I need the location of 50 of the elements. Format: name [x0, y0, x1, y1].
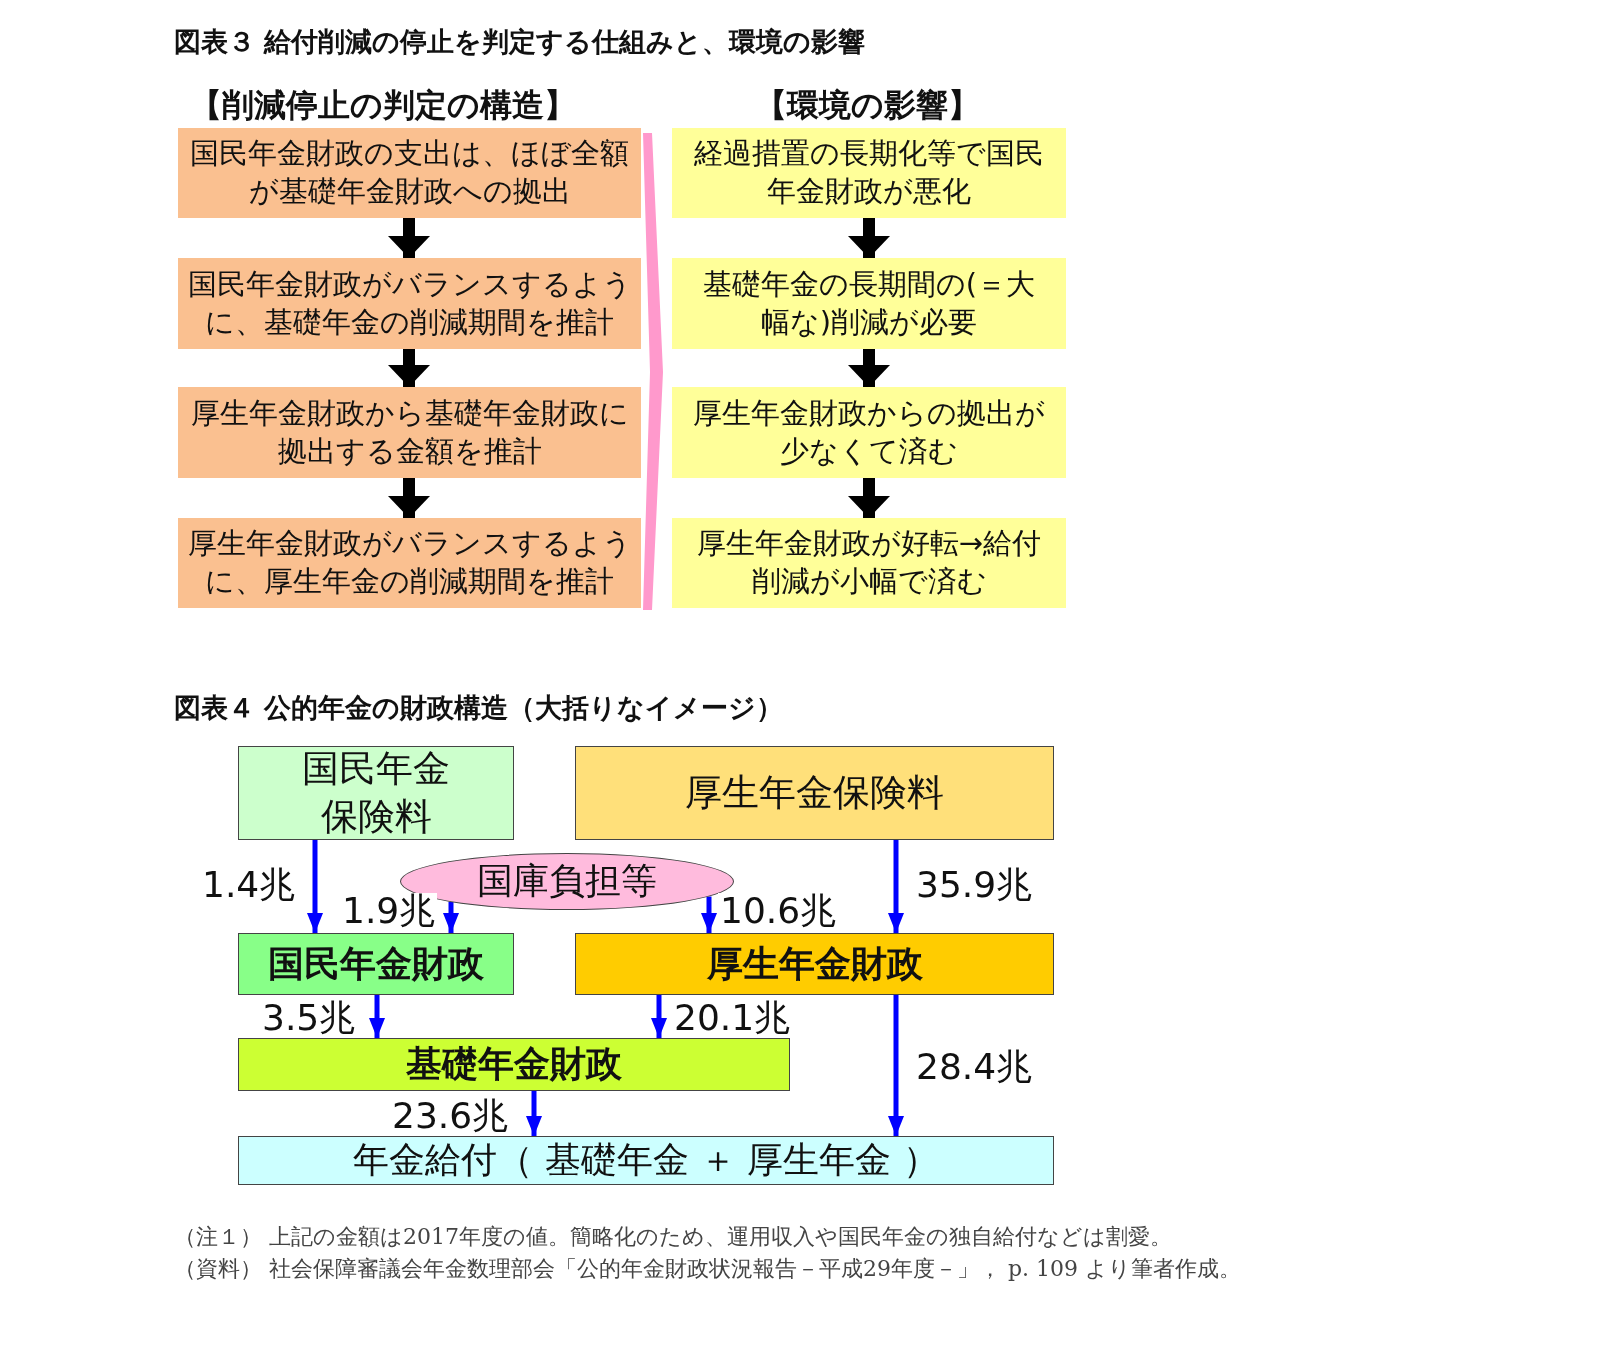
node-text: 年金給付（ 基礎年金 ＋ 厚生年金 ） [353, 1138, 939, 1183]
arrow [701, 896, 717, 933]
arrow [888, 840, 904, 933]
arrow [526, 1091, 542, 1136]
process-box [238, 1038, 790, 1091]
arrow [388, 349, 430, 387]
arrow [848, 478, 890, 518]
process-box [672, 128, 1066, 218]
process-box [672, 518, 1066, 608]
footnote: （注１） 上記の金額は2017年度の値。簡略化のため、運用収入や国民年金の独自給付などは割愛。 [174, 1223, 1172, 1251]
node-text: 厚生年金財政が好転→給付削減が小幅で済む [695, 525, 1043, 600]
process-box [178, 387, 641, 478]
node-text: 国民年金保険料 [301, 745, 451, 840]
arrow [388, 478, 430, 518]
arrow [888, 995, 904, 1136]
process-box [238, 1136, 1054, 1185]
node-text: 厚生年金財政から基礎年金財政に拠出する金額を推計 [189, 394, 630, 470]
column-heading: 【環境の影響】 [755, 85, 980, 126]
arrow [848, 218, 890, 258]
arrow [651, 995, 667, 1038]
process-box [238, 933, 514, 995]
process-box [672, 258, 1066, 349]
footnote: （資料） 社会保障審議会年金数理部会「公的年金財政状況報告－平成29年度－」， p. 109 より筆者作成。 [174, 1255, 1242, 1283]
process-box [178, 128, 641, 218]
node-text: 厚生年金財政 [706, 941, 923, 986]
node-text: 厚生年金財政がバランスするように、厚生年金の削減期間を推計 [186, 525, 633, 600]
node-text: 厚生年金財政からの拠出が少なくて済む [692, 394, 1046, 470]
process-box [238, 746, 514, 840]
node-text: 基礎年金の長期間の(＝大幅な)削減が必要 [701, 265, 1037, 341]
arrow [443, 902, 459, 933]
node-text: 厚生年金保険料 [685, 769, 944, 816]
process-box [178, 518, 641, 608]
column-heading: 【削減停止の判定の構造】 [190, 85, 576, 126]
figure-title: 図表４ 公的年金の財政構造（大括りなイメージ） [174, 691, 784, 725]
figure-title: 図表３ 給付削減の停止を判定する仕組みと、環境の影響 [174, 25, 866, 59]
node-text: 経過措置の長期化等で国民年金財政が悪化 [693, 135, 1045, 210]
arrow [388, 218, 430, 258]
node-text: 国民年金財政の支出は、ほぼ全額が基礎年金財政への拠出 [189, 135, 630, 210]
node-text: 国庫負担等 [477, 859, 657, 904]
node-text: 国民年金財政 [268, 941, 484, 986]
process-box [672, 387, 1066, 478]
arrow [848, 349, 890, 387]
process-box [178, 258, 641, 349]
arrow [307, 840, 323, 933]
node-text: 国民年金財政がバランスするように、基礎年金の削減期間を推計 [186, 265, 633, 341]
process-box [575, 746, 1054, 840]
arrow [369, 995, 385, 1038]
edge-label: 10.6兆 [718, 893, 839, 929]
node-text: 基礎年金財政 [406, 1042, 622, 1087]
process-box [575, 933, 1054, 995]
